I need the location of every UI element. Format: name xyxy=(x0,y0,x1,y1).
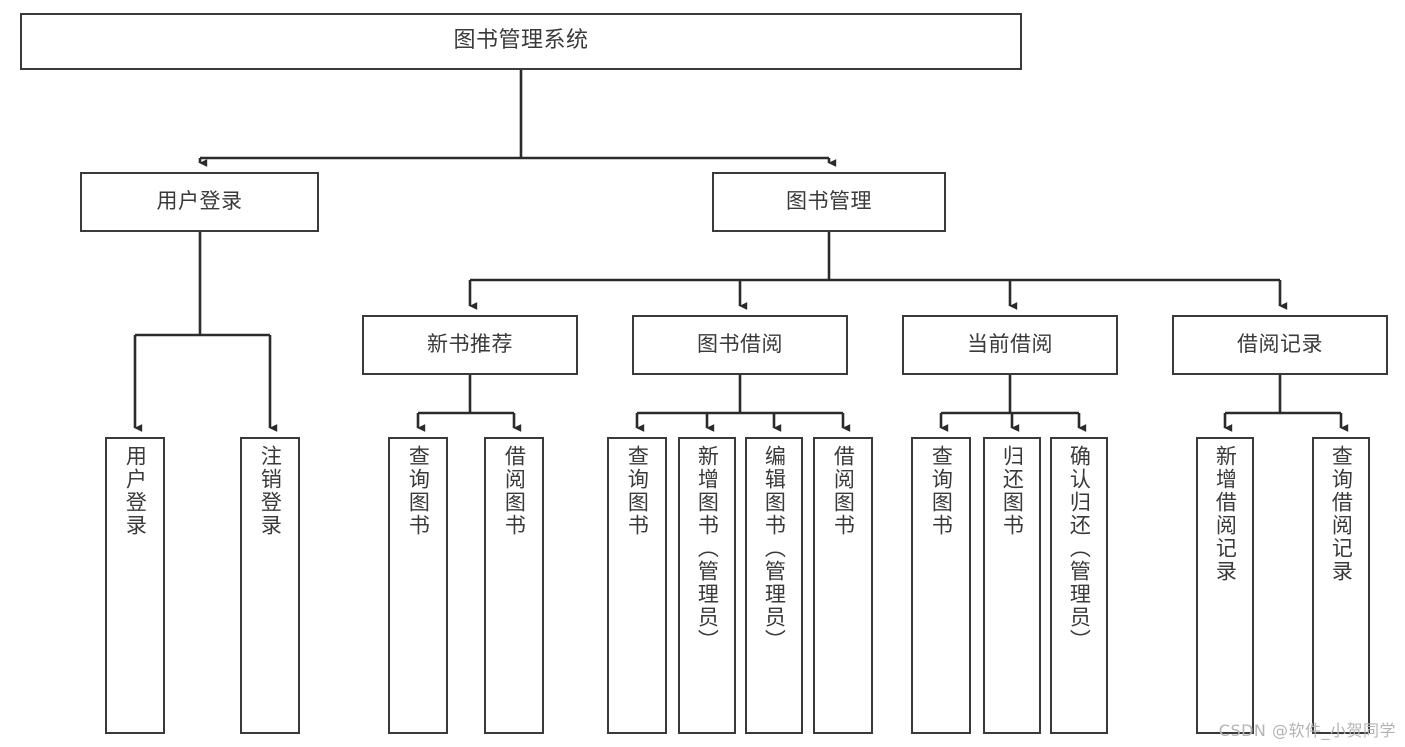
node-label: 用户登录 xyxy=(156,189,243,214)
node-label: 新增借阅记录 xyxy=(1213,445,1238,583)
node-leaf4[interactable]: 借阅图书 xyxy=(484,437,544,734)
node-label: 借阅图书 xyxy=(502,445,527,537)
node-borrow[interactable]: 图书借阅 xyxy=(632,315,848,375)
node-leaf2[interactable]: 注销登录 xyxy=(240,437,300,734)
node-label: 图书借阅 xyxy=(697,332,783,357)
node-leaf3[interactable]: 查询图书 xyxy=(388,437,448,734)
node-leaf10[interactable]: 归还图书 xyxy=(983,437,1041,734)
node-leaf11[interactable]: 确认归还（管理员） xyxy=(1050,437,1108,734)
node-label: 借阅记录 xyxy=(1237,332,1323,357)
node-newbook[interactable]: 新书推荐 xyxy=(362,315,578,375)
node-label: 图书管理系统 xyxy=(453,28,589,54)
node-label: 注销登录 xyxy=(258,445,283,537)
node-label: 编辑图书（管理员） xyxy=(762,445,787,652)
node-label: 查询图书 xyxy=(406,445,431,537)
node-records[interactable]: 借阅记录 xyxy=(1172,315,1388,375)
node-label: 新书推荐 xyxy=(427,332,513,357)
node-label: 新增图书（管理员） xyxy=(695,445,720,652)
node-root[interactable]: 图书管理系统 xyxy=(20,13,1022,70)
node-leaf13[interactable]: 查询借阅记录 xyxy=(1312,437,1370,734)
node-login[interactable]: 用户登录 xyxy=(80,172,319,232)
node-label: 查询图书 xyxy=(625,445,650,537)
node-label: 查询图书 xyxy=(929,445,954,537)
node-leaf12[interactable]: 新增借阅记录 xyxy=(1196,437,1254,734)
watermark-text: CSDN @软件_小贺同学 xyxy=(1218,721,1396,740)
node-current[interactable]: 当前借阅 xyxy=(902,315,1118,375)
node-label: 用户登录 xyxy=(123,445,148,537)
node-label: 确认归还（管理员） xyxy=(1067,445,1092,652)
node-label: 图书管理 xyxy=(786,189,872,214)
node-label: 当前借阅 xyxy=(967,332,1053,357)
node-label: 归还图书 xyxy=(1000,445,1025,537)
node-leaf9[interactable]: 查询图书 xyxy=(911,437,971,734)
node-label: 借阅图书 xyxy=(831,445,856,537)
node-bookmgmt[interactable]: 图书管理 xyxy=(712,172,946,232)
node-leaf5[interactable]: 查询图书 xyxy=(607,437,667,734)
node-leaf8[interactable]: 借阅图书 xyxy=(813,437,873,734)
node-leaf7[interactable]: 编辑图书（管理员） xyxy=(745,437,803,734)
node-leaf6[interactable]: 新增图书（管理员） xyxy=(678,437,736,734)
node-leaf1[interactable]: 用户登录 xyxy=(105,437,165,734)
node-label: 查询借阅记录 xyxy=(1329,445,1354,583)
